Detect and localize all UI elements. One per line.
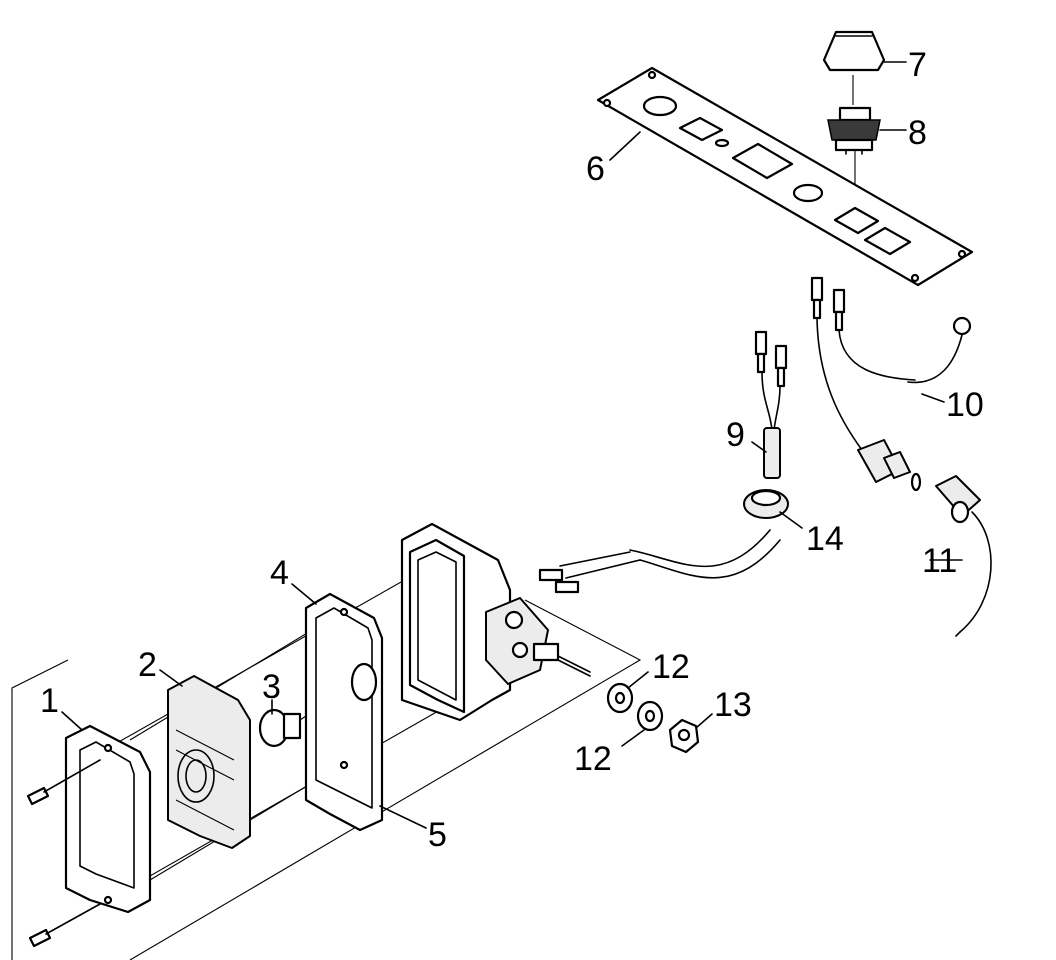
callout-8: 8 bbox=[908, 114, 927, 152]
lamp-housing bbox=[400, 522, 781, 722]
wire-harness-ring bbox=[832, 288, 972, 384]
callout-9: 9 bbox=[726, 416, 745, 454]
callout-3: 3 bbox=[262, 668, 281, 706]
callout-12-upper: 12 bbox=[652, 648, 690, 686]
callout-11: 11 bbox=[922, 542, 957, 580]
washers-and-nut bbox=[606, 682, 700, 754]
callout-12-lower: 12 bbox=[574, 740, 612, 778]
switch-cap bbox=[822, 30, 886, 72]
callout-14: 14 bbox=[806, 520, 844, 558]
lamp-bulb bbox=[258, 708, 302, 748]
wire-connector-assembly bbox=[810, 276, 992, 637]
switch-panel-plate bbox=[596, 66, 974, 287]
twin-wire-lead bbox=[754, 330, 788, 479]
bezel-frame bbox=[26, 724, 152, 948]
callout-5: 5 bbox=[428, 816, 447, 854]
grommet bbox=[743, 489, 789, 519]
rocker-switch bbox=[827, 106, 881, 155]
callout-10: 10 bbox=[946, 386, 984, 424]
callout-6: 6 bbox=[586, 150, 605, 188]
lamp-lens bbox=[167, 675, 251, 849]
callout-1: 1 bbox=[40, 682, 59, 720]
callout-4: 4 bbox=[270, 554, 289, 592]
assembly-bracket-outline bbox=[11, 599, 642, 960]
callout-2: 2 bbox=[138, 646, 157, 684]
callout-13: 13 bbox=[714, 686, 752, 724]
leader-lines bbox=[61, 61, 963, 829]
callout-7: 7 bbox=[908, 46, 927, 84]
callout-labels: 1 2 3 4 5 6 7 8 9 10 11 12 12 13 14 bbox=[40, 46, 984, 854]
lamp-reflector bbox=[304, 592, 384, 832]
